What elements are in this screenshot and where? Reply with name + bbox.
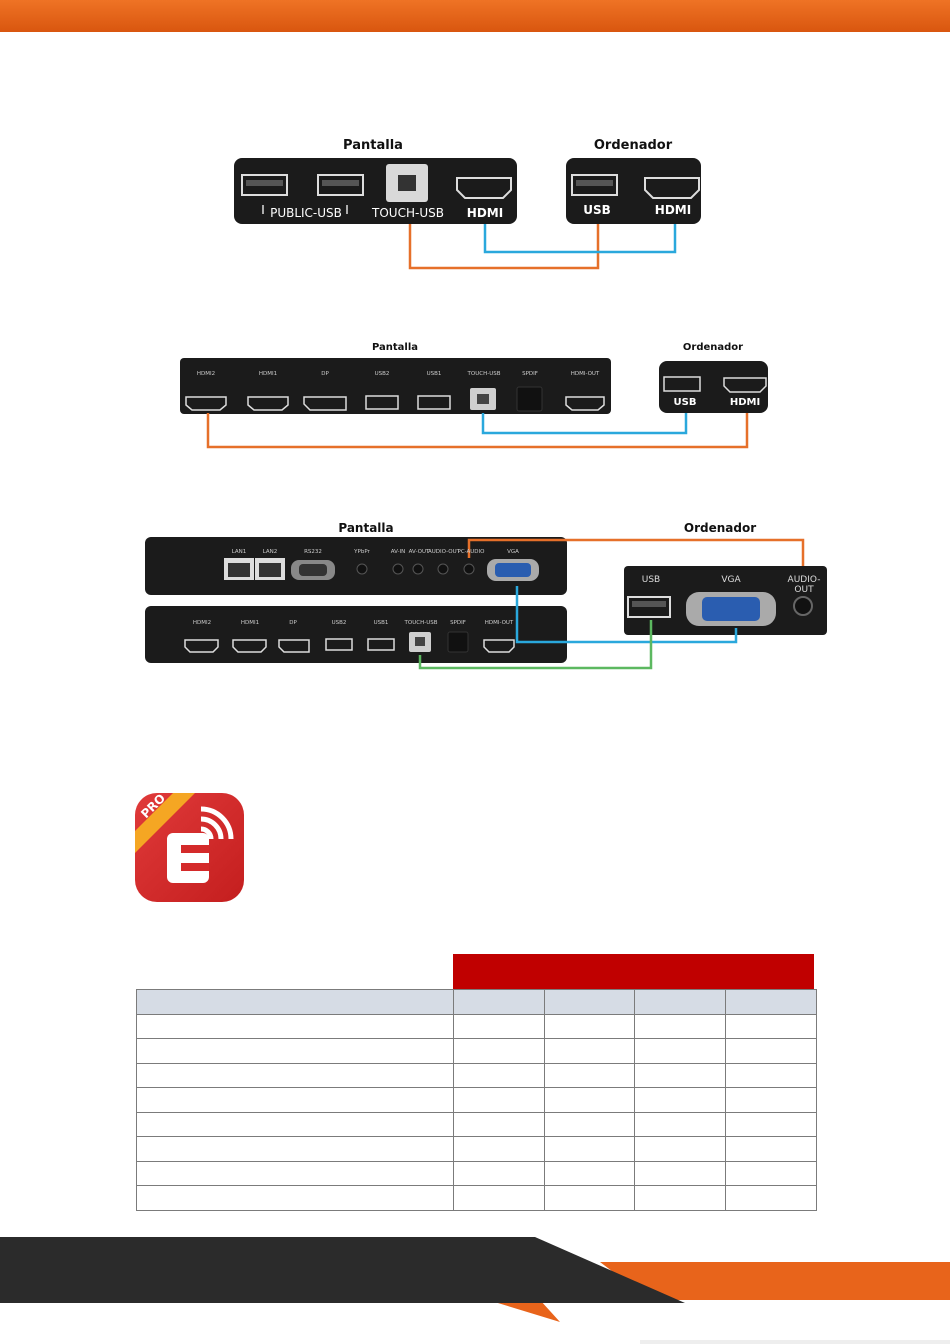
diagram2-port-label: DP xyxy=(321,371,329,377)
diagram3-bottom-port-label: HDMI-OUT xyxy=(484,620,514,626)
footer-dark-shape xyxy=(0,1237,685,1303)
diagram3-top-port-label: AV-OUT xyxy=(408,549,430,555)
diagram3-bottom-port-label: SPDIF xyxy=(450,620,466,626)
diagram1-computer-hdmi: HDMI xyxy=(654,203,692,217)
app-icon-graphic xyxy=(135,793,234,883)
table-subheader-row xyxy=(136,989,817,1015)
diagram1-computer-usb: USB xyxy=(583,203,611,217)
top-accent-bar xyxy=(0,0,950,32)
table-row xyxy=(136,1111,817,1137)
diagram2-port-label: HDMI1 xyxy=(258,371,278,377)
diagram3-top-port-label: LAN2 xyxy=(262,549,278,555)
footer-accent-shape xyxy=(488,1262,950,1322)
diagram2-port-label: HDMI2 xyxy=(196,371,216,377)
diagram3-display-title: Pantalla xyxy=(338,521,394,535)
app-icon: PRO xyxy=(135,793,244,902)
diagram3-top-port-label: VGA xyxy=(507,549,519,555)
diagram3-computer-audio-out: AUDIO-OUT xyxy=(787,575,821,595)
table-row xyxy=(136,1013,817,1039)
diagram1-ports xyxy=(241,164,700,214)
diagram3-bottom-port-label: USB2 xyxy=(331,620,347,626)
diagram3-bottom-port-label: DP xyxy=(289,620,297,626)
diagram3-top-port-label: RS232 xyxy=(304,549,322,555)
diagram2-computer-usb: USB xyxy=(673,397,697,408)
table-header-band xyxy=(453,954,814,989)
diagram3-top-port-label: PC-AUDIO xyxy=(457,549,485,555)
diagram2-port-label: TOUCH-USB xyxy=(467,371,501,377)
diagram1-computer-panel xyxy=(566,158,701,224)
diagram3-computer-usb: USB xyxy=(641,575,661,585)
diagram1-port-hdmi: HDMI xyxy=(466,206,504,220)
diagram3-computer-vga: VGA xyxy=(721,575,741,585)
diagram1-display-panel xyxy=(234,158,517,224)
diagram3-bottom-port-label: USB1 xyxy=(373,620,389,626)
diagram3-bottom-port-label: HDMI1 xyxy=(240,620,260,626)
table-row xyxy=(136,1038,817,1064)
table-row xyxy=(136,1136,817,1162)
diagram1-port-public-usb: PUBLIC-USB xyxy=(270,206,342,220)
diagram1-port-touch-usb: TOUCH-USB xyxy=(372,206,444,220)
spec-table xyxy=(136,989,817,1211)
diagram3-top-port-label: LAN1 xyxy=(231,549,247,555)
diagram2-ports xyxy=(185,376,767,412)
table-row xyxy=(136,1160,817,1186)
diagram2-computer-title: Ordenador xyxy=(682,342,744,353)
diagram2-computer-hdmi: HDMI xyxy=(729,397,761,408)
diagram2-port-label: HDMI-OUT xyxy=(570,371,600,377)
diagram1-computer-title: Ordenador xyxy=(593,138,673,153)
table-row xyxy=(136,1185,817,1211)
diagram1-display-title: Pantalla xyxy=(343,138,403,153)
diagram2-display-title: Pantalla xyxy=(371,342,419,353)
diagram3-bottom-ports xyxy=(184,631,515,653)
diagram3-top-port-label: YPbPr xyxy=(354,549,370,555)
table-row xyxy=(136,1062,817,1088)
diagram3-top-ports xyxy=(224,558,539,581)
diagram3-computer-ports xyxy=(627,592,813,626)
diagram3-bottom-port-label: HDMI2 xyxy=(192,620,212,626)
diagram2-port-label: USB2 xyxy=(374,371,390,377)
diagram2-port-label: SPDIF xyxy=(522,371,538,377)
diagram3-top-port-label: AV-IN xyxy=(390,549,406,555)
diagram2-port-label: USB1 xyxy=(426,371,442,377)
diagram3-bottom-port-label: TOUCH-USB xyxy=(404,620,438,626)
diagram3-computer-title: Ordenador xyxy=(683,521,757,535)
table-row xyxy=(136,1087,817,1113)
diagram3-top-port-label: AUDIO-OUT xyxy=(428,549,460,555)
